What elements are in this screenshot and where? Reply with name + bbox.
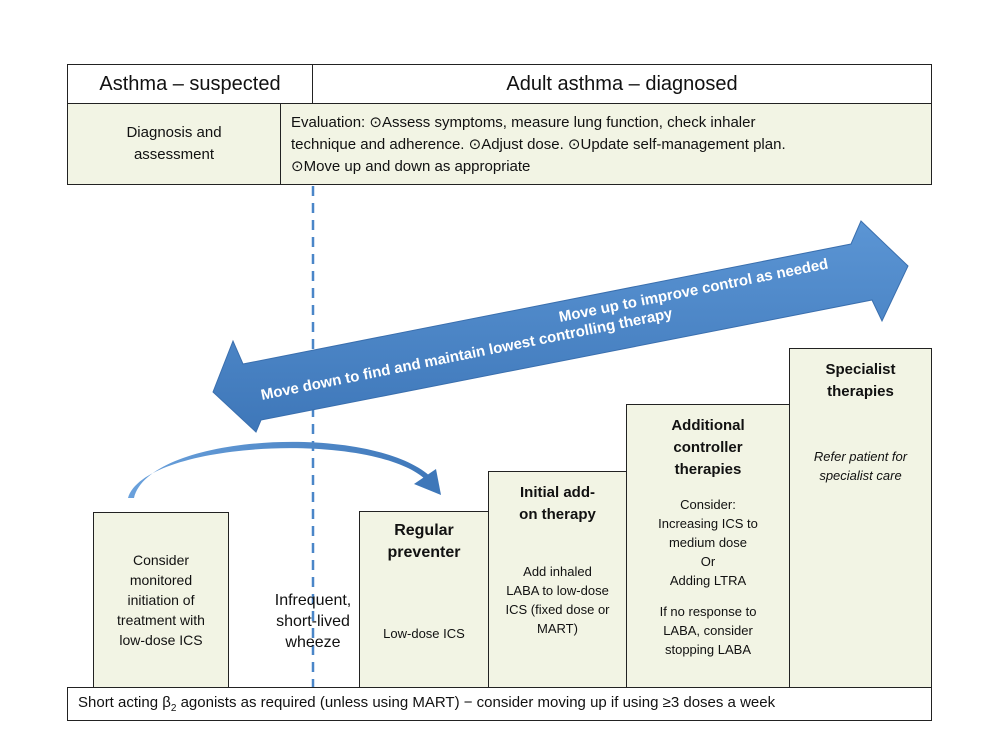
assessment-box: Diagnosis and assessment (67, 103, 281, 185)
regular-preventer-box: Regular preventer Low-dose ICS (359, 511, 489, 688)
footer-text-before: Short acting β (78, 694, 171, 711)
specialist-title: Specialist (825, 361, 896, 378)
additional-body-2: stopping LABA (664, 642, 751, 657)
additional-body: Adding LTRA (669, 573, 747, 588)
assessment-line-1: Diagnosis and (126, 124, 222, 141)
footer-bar: Short acting β2 agonists as required (un… (67, 687, 932, 721)
additional-title: controller (673, 439, 743, 456)
initial-body: MART) (537, 621, 578, 636)
regular-body: Low-dose ICS (383, 626, 465, 641)
additional-body-2: If no response to (659, 604, 757, 619)
consider-box: Consider monitored initiation of treatme… (93, 512, 229, 688)
additional-body: Increasing ICS to (658, 516, 758, 531)
wheeze-line: short-lived (276, 613, 350, 630)
initial-body: Add inhaled (523, 564, 592, 579)
evaluation-line-1: Evaluation: ⊙Assess symptoms, measure lu… (291, 114, 756, 131)
additional-body: Or (700, 554, 716, 569)
wheeze-line: Infrequent, (274, 592, 352, 609)
consider-line: initiation of (127, 592, 195, 608)
assessment-line-2: assessment (133, 146, 215, 163)
initial-title: on therapy (519, 506, 596, 523)
wheeze-line: wheeze (285, 634, 341, 651)
additional-title: Additional (671, 417, 745, 434)
double-arrow (212, 220, 909, 433)
curved-arrow-head (414, 469, 441, 495)
header-suspected: Asthma – suspected (67, 64, 313, 104)
curved-arrow (128, 441, 434, 498)
header-diagnosed-label: Adult asthma – diagnosed (506, 72, 738, 95)
footer-subscript: 2 (170, 703, 177, 714)
initial-body: LABA to low-dose (506, 583, 609, 598)
initial-body: ICS (fixed dose or (505, 602, 610, 617)
initial-title: Initial add- (520, 484, 595, 501)
additional-body: Consider: (680, 497, 736, 512)
additional-controller-box: Additional controller therapies Consider… (626, 404, 790, 688)
specialist-box: Specialist therapies Refer patient for s… (789, 348, 932, 688)
wheeze-label: Infrequent, short-lived wheeze (258, 590, 368, 653)
additional-body-2: LABA, consider (663, 623, 753, 638)
consider-line: monitored (129, 572, 193, 588)
regular-title: Regular (394, 522, 454, 539)
specialist-body: Refer patient for (813, 449, 908, 464)
consider-line: low-dose ICS (119, 632, 203, 648)
specialist-title: therapies (827, 383, 894, 400)
footer-text-after: agonists as required (unless using MART)… (176, 694, 776, 711)
additional-body: medium dose (668, 535, 748, 550)
initial-addon-box: Initial add- on therapy Add inhaled LABA… (488, 471, 627, 688)
additional-title: therapies (674, 461, 742, 478)
evaluation-line-2: technique and adherence. ⊙Adjust dose. ⊙… (291, 136, 786, 153)
evaluation-line-3: ⊙Move up and down as appropriate (291, 158, 531, 175)
consider-line: treatment with (117, 612, 205, 628)
consider-line: Consider (132, 552, 190, 568)
specialist-body: specialist care (819, 468, 902, 483)
evaluation-box: Evaluation: ⊙Assess symptoms, measure lu… (280, 103, 932, 185)
regular-title: preventer (387, 544, 461, 561)
header-suspected-label: Asthma – suspected (99, 72, 281, 95)
